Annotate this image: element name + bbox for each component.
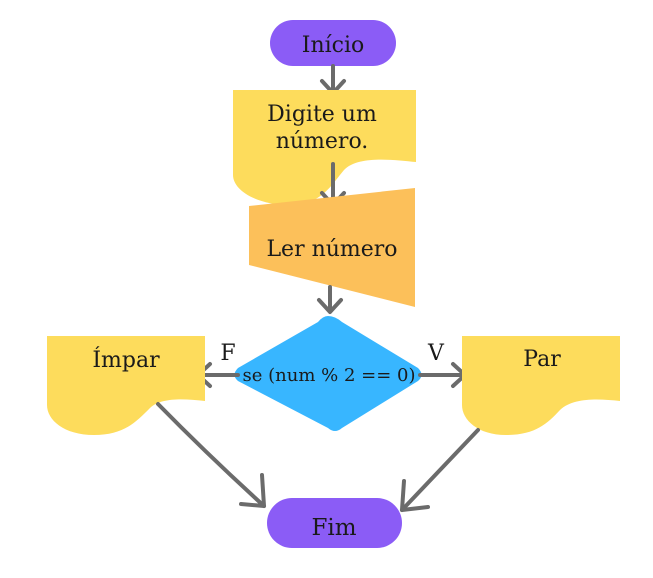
odd-label: Ímpar — [92, 346, 160, 373]
decision-label: se (num % 2 == 0) — [243, 365, 416, 386]
prompt-shape — [233, 90, 416, 205]
arrow-start-to-prompt — [320, 64, 346, 95]
arrow-decision-to-even: V — [418, 341, 467, 388]
read-shape — [249, 188, 415, 307]
decision-shape — [234, 316, 422, 431]
read-label: Ler número — [266, 237, 397, 262]
odd-shape — [47, 336, 205, 435]
prompt-line-2: número. — [276, 129, 369, 154]
even-node: Par — [462, 336, 620, 435]
even-label: Par — [523, 347, 561, 372]
end-shape — [267, 498, 402, 548]
even-shape — [462, 336, 620, 435]
true-label: V — [427, 341, 445, 366]
arrow-odd-to-end — [156, 402, 266, 508]
start-node: Início — [270, 20, 396, 66]
start-shape — [270, 20, 396, 66]
prompt-line-1: Digite um — [267, 102, 377, 127]
decision-node: se (num % 2 == 0) — [234, 316, 422, 431]
start-label: Início — [302, 33, 365, 58]
false-label: F — [220, 341, 235, 366]
arrow-even-to-end — [400, 428, 480, 512]
end-node: Fim — [267, 498, 402, 548]
read-node: Ler número — [249, 188, 415, 307]
prompt-node: Digite um número. — [233, 90, 416, 205]
end-label: Fim — [311, 515, 356, 541]
odd-node: Ímpar — [47, 336, 205, 435]
arrow-read-to-decision — [317, 285, 343, 314]
